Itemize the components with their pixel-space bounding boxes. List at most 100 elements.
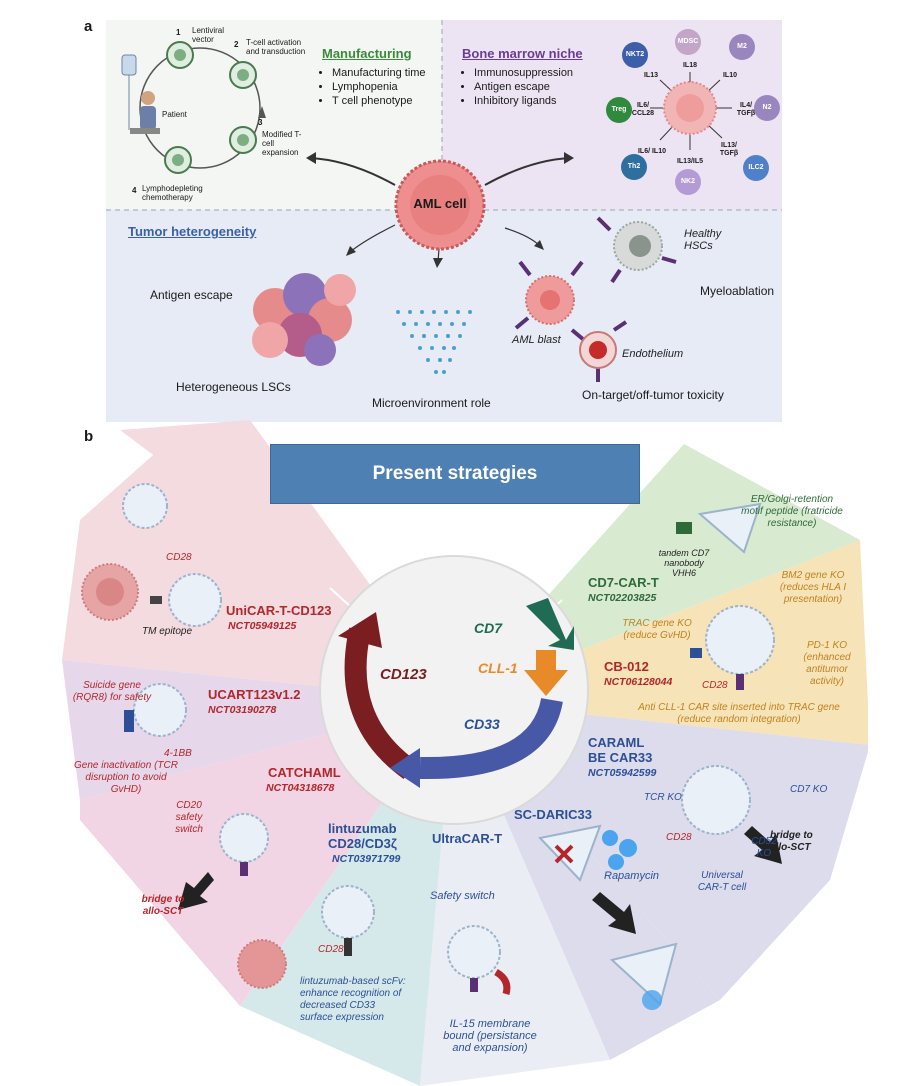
healthy-hsc-cell [596, 216, 677, 284]
cd7car-title: CD7-CAR-T [588, 575, 659, 590]
cytokine-label: IL18 [682, 62, 697, 69]
caraml-nct: NCT05942599 [588, 767, 657, 779]
n2-label: N2 [762, 104, 772, 111]
cytokine-label: IL13 [643, 72, 658, 79]
catchaml-bridge: bridge to allo-SCT [141, 894, 185, 917]
antigen-escape-label: Antigen escape [150, 288, 233, 302]
cycle-ring [139, 47, 261, 169]
ucart-gene: Gene inactivation (TCR disruption to avo… [74, 760, 178, 795]
cb012-anti: Anti CLL-1 CAR site inserted into TRAC g… [638, 702, 840, 725]
endothelium-label: Endothelium [622, 348, 684, 360]
cd33-label: CD33 [464, 716, 500, 732]
sc-daric-arrow [592, 892, 636, 934]
catchaml-nct: NCT04318678 [266, 782, 335, 794]
cll1-arrow [524, 650, 568, 696]
niche-center-cell [650, 72, 732, 150]
step-label-4: Lymphodepleting chemotherapy [142, 184, 203, 202]
manufacturing-bullet: T cell phenotype [332, 94, 462, 108]
sc-daric-active-cell [609, 942, 678, 1010]
cytokine-label: IL4/ TGFβ [736, 102, 756, 117]
manufacturing-bullet: Manufacturing time [332, 66, 462, 80]
step-label-3: Modified T-cell expansion [262, 130, 302, 157]
cell-step2 [229, 61, 257, 89]
cd7car-nct: NCT02203825 [588, 592, 657, 604]
catchaml-bridge-arrow [178, 872, 214, 910]
ilc2-cell [743, 155, 769, 181]
step-label-2: T-cell activation and transduction [246, 38, 306, 56]
ultracar-safety: Safety switch [430, 890, 495, 902]
caraml-bridge-arrow [744, 826, 782, 864]
lintuzumab-title-1: lintuzumab [328, 821, 397, 836]
caraml-title-1: CARAML [588, 735, 645, 750]
step-label-1: Lentiviral vector [192, 26, 225, 44]
unicar-title: UniCAR-T-CD123 [226, 603, 332, 618]
cb012-trac: TRAC gene KO (reduce GvHD) [622, 618, 692, 641]
toxicity-label: On-target/off-tumor toxicity [582, 388, 724, 402]
ultracar-title: UltraCAR-T [432, 831, 503, 846]
n2-cell [754, 95, 780, 121]
ucart-41bb: 4-1BB [164, 748, 192, 759]
cd33-arrow [419, 697, 563, 780]
cll1-label: CLL-1 [478, 660, 518, 676]
rapamycin-label: Rapamycin [604, 870, 660, 882]
caraml-cd52: CD52 KO [751, 836, 777, 859]
cytokine-label: IL6/ IL10 [637, 148, 666, 155]
niche-bullets: Immunosuppression Antigen escape Inhibit… [458, 66, 614, 108]
step-number-4: 4 [132, 186, 137, 195]
cell-step4 [164, 146, 192, 174]
m2-cell [729, 34, 755, 60]
mdsc-label: MDSC [677, 38, 699, 45]
cytokine-label: IL13/IL5 [676, 158, 704, 165]
aml-blast-label: AML blast [512, 334, 561, 346]
panel-b-letter: b [84, 428, 94, 445]
manufacturing-title: Manufacturing [322, 46, 412, 61]
cb012-pd1: PD-1 KO (enhanced antitumor activity) [803, 640, 851, 687]
catchaml-tcell [219, 813, 269, 876]
cytokine-label: IL10 [722, 72, 737, 79]
lintuzumab-nct: NCT03971799 [332, 853, 401, 865]
sc-daric-tcell [538, 824, 602, 882]
niche-bullet: Inhibitory ligands [474, 94, 614, 108]
rapamycin-dot [602, 830, 618, 846]
th2-label: Th2 [627, 163, 641, 170]
panel-a-letter: a [84, 18, 93, 35]
cell-step3 [229, 126, 257, 154]
heterogeneity-title: Tumor heterogeneity [128, 224, 257, 239]
cell-step1 [166, 41, 194, 69]
treg-cell [606, 97, 632, 123]
lintuzumab-tcell [321, 885, 375, 956]
cd7-label: CD7 [474, 620, 503, 636]
strategies-header-text: Present strategies [372, 463, 538, 484]
cd7car-er: ER/Golgi-retention motif peptide (fratri… [741, 494, 843, 529]
niche-title: Bone marrow niche [462, 46, 583, 61]
cytokine-label: IL13/ TGFβ [719, 142, 739, 157]
step-number-1: 1 [176, 28, 181, 37]
nkt2-cell [622, 42, 648, 68]
ucart-suicide: Suicide gene (RQR8) for safety [72, 680, 152, 703]
manufacturing-bg [106, 20, 442, 210]
lintuzumab-tumor [237, 939, 287, 989]
ultracar-il15: IL-15 membrane bound (persistance and ex… [443, 1018, 537, 1054]
cb012-tcell [690, 605, 775, 690]
microenvironment-dots [396, 310, 472, 374]
caraml-tcell [681, 765, 751, 835]
nk2-label: NK2 [680, 178, 695, 185]
unicar-tcell [168, 573, 222, 627]
cd123-label: CD123 [380, 666, 427, 683]
unicar-cd28: CD28 [166, 552, 192, 563]
ucart-nct: NCT03190278 [208, 704, 277, 716]
ilc2-label: ILC2 [748, 164, 764, 171]
cd7car-tcell [676, 502, 762, 554]
m2-label: M2 [737, 43, 747, 50]
caraml-cd28: CD28 [666, 832, 692, 843]
manufacturing-bullets: Manufacturing time Lymphopenia T cell ph… [316, 66, 462, 108]
ucart-tcell [124, 683, 187, 737]
catchaml-cd20: CD20 safety switch [175, 800, 203, 835]
unicar-tumor-cell [81, 563, 139, 621]
lintuzumab-cd28: CD28 [318, 944, 344, 955]
treg-label: Treg [611, 106, 627, 113]
step-number-3: 3 [258, 118, 263, 127]
aml-cell [394, 159, 486, 251]
strategies-header: Present strategies [270, 444, 640, 504]
